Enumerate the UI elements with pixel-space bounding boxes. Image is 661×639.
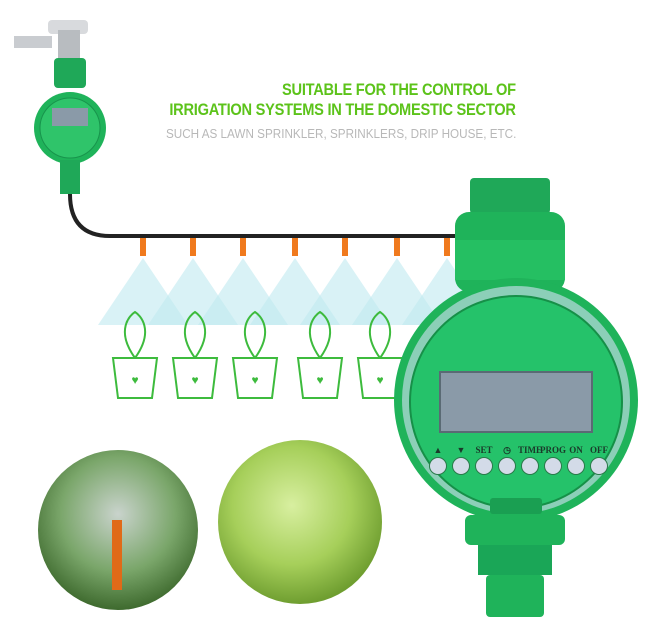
lawn-photo xyxy=(218,440,382,604)
timer-button-5[interactable] xyxy=(544,457,562,475)
svg-text:♥: ♥ xyxy=(251,373,258,387)
potted-plant-icon: ♥ xyxy=(111,310,159,399)
label-on: ON xyxy=(569,445,583,455)
drip-pipe xyxy=(68,193,470,238)
timer-button-6[interactable] xyxy=(567,457,585,475)
svg-text:♥: ♥ xyxy=(376,373,383,387)
timer-button-3[interactable] xyxy=(498,457,516,475)
timer-button-0[interactable] xyxy=(429,457,447,475)
sprinkler-head xyxy=(112,520,122,590)
drippers xyxy=(98,238,492,325)
lcd-screen xyxy=(439,371,593,433)
potted-plant-icon: ♥ xyxy=(171,310,219,399)
label-set: SET xyxy=(475,445,493,455)
timer-button-2[interactable] xyxy=(475,457,493,475)
label-time: TIME xyxy=(517,445,543,455)
timer-button-4[interactable] xyxy=(521,457,539,475)
timer-button-1[interactable] xyxy=(452,457,470,475)
up-arrow-icon: ▲ xyxy=(433,445,443,455)
large-timer xyxy=(394,178,638,617)
headline-line1: SUITABLE FOR THE CONTROL OF xyxy=(282,80,516,99)
dripper-icon xyxy=(342,238,348,256)
potted-plant-icon: ♥ xyxy=(296,310,344,399)
potted-plant-icon: ♥ xyxy=(231,310,279,399)
svg-text:♥: ♥ xyxy=(191,373,198,387)
headline-subline: SUCH AS LAWN SPRINKLER, SPRINKLERS, DRIP… xyxy=(165,126,516,141)
label-prog: PROG xyxy=(540,445,566,455)
dripper-icon xyxy=(240,238,246,256)
svg-text:♥: ♥ xyxy=(131,373,138,387)
svg-text:♥: ♥ xyxy=(316,373,323,387)
faucet-icon xyxy=(14,20,88,60)
small-timer xyxy=(34,58,106,194)
dripper-icon xyxy=(444,238,450,256)
clock-icon: ◷ xyxy=(503,445,511,455)
timer-button-7[interactable] xyxy=(590,457,608,475)
dripper-icon xyxy=(394,238,400,256)
headline-line2: IRRIGATION SYSTEMS IN THE DOMESTIC SECTO… xyxy=(169,100,517,119)
dripper-icon xyxy=(140,238,146,256)
dripper-icon xyxy=(292,238,298,256)
dripper-icon xyxy=(190,238,196,256)
potted-plants: ♥ ♥ ♥ ♥ ♥ xyxy=(111,310,404,399)
down-arrow-icon: ▼ xyxy=(456,445,466,455)
label-off: OFF xyxy=(590,445,608,455)
